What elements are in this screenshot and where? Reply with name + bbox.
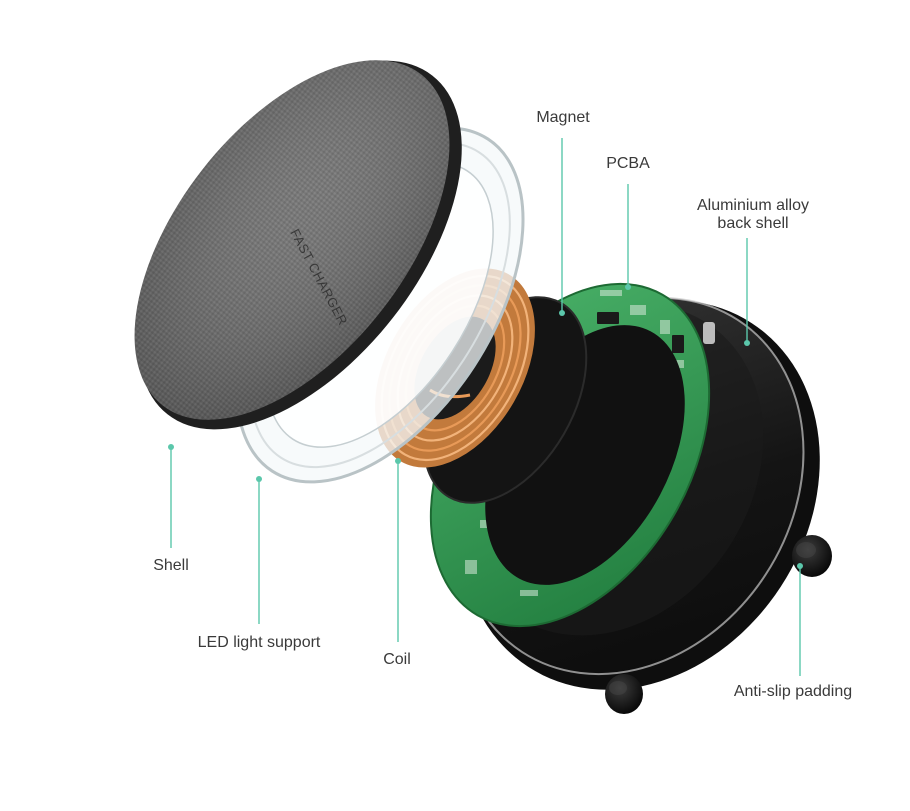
callout-labels: Magnet PCBA Aluminium alloy back shell S… — [153, 109, 852, 700]
leader-lines — [168, 138, 803, 676]
aluminium-leader-dot — [744, 340, 750, 346]
led-support-leader-dot — [256, 476, 262, 482]
led-support-label: LED light support — [198, 634, 321, 651]
anti-slip-pad-upper — [792, 535, 832, 577]
shell-label: Shell — [153, 557, 189, 574]
coil-leader-dot — [395, 458, 401, 464]
aluminium-label-line2: back shell — [717, 215, 788, 232]
pcba-leader-dot — [625, 284, 631, 290]
magnet-leader-dot — [559, 310, 565, 316]
coil-label: Coil — [383, 651, 411, 668]
anti-slip-label: Anti-slip padding — [734, 683, 852, 700]
pcba-label: PCBA — [606, 155, 650, 172]
aluminium-label-line1: Aluminium alloy — [697, 197, 809, 214]
shell-leader-dot — [168, 444, 174, 450]
fabric-shell: FAST CHARGER — [134, 60, 462, 430]
anti-slip-leader-dot — [797, 563, 803, 569]
magnet-label: Magnet — [536, 109, 590, 126]
anti-slip-pad-lower — [605, 674, 643, 714]
